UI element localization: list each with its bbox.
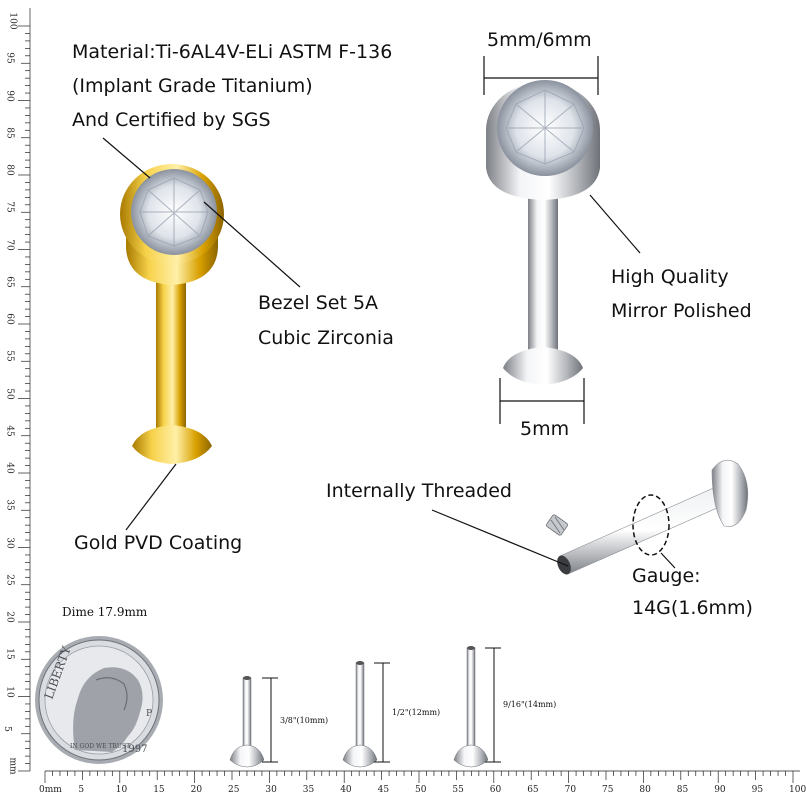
silver-labret — [486, 80, 600, 385]
ruler-bottom-label: 25 — [228, 785, 240, 795]
ruler-left-label: 55 — [4, 350, 15, 362]
ruler-left-label: 40 — [4, 462, 15, 474]
ruler-bottom-label: 75 — [602, 785, 614, 795]
ruler-left-label: 35 — [4, 499, 15, 511]
threaded-labret — [545, 459, 749, 575]
ruler-bottom-label: 65 — [527, 785, 539, 795]
ruler-bottom-label: 60 — [489, 785, 502, 795]
ruler-left-label: 70 — [4, 238, 15, 251]
labret-12mm — [342, 661, 390, 768]
gold-coating-label: Gold PVD Coating — [74, 532, 243, 554]
ruler-left-label: mm — [7, 757, 18, 775]
ruler-bottom-label: 40 — [340, 785, 352, 795]
ruler-left-label: 30 — [4, 536, 15, 549]
ruler-left-label: 65 — [4, 276, 15, 288]
labret-10mm — [229, 676, 278, 768]
quality-label-1: High Quality — [611, 266, 729, 288]
ruler-left-label: 85 — [4, 127, 15, 139]
ruler-left-label: 95 — [4, 52, 15, 64]
dime-label: Dime 17.9mm — [62, 605, 148, 619]
ruler-left-label: 25 — [4, 574, 15, 586]
threaded-label: Internally Threaded — [326, 480, 512, 502]
ruler-bottom-label: 15 — [153, 785, 165, 795]
ruler-bottom-label: 20 — [190, 785, 203, 795]
ruler-bottom-label: 30 — [265, 785, 277, 795]
dime-coin: LIBERTY IN GOD WE TRUST 1997 P — [35, 636, 163, 764]
length-10mm-label: 3/8"(10mm) — [280, 716, 329, 725]
coin-mint: P — [146, 709, 152, 719]
ruler-bottom-label: 80 — [639, 785, 651, 795]
ruler-bottom-label: 100 — [789, 785, 806, 795]
bezel-label-2: Cubic Zirconia — [258, 327, 394, 349]
coin-year: 1997 — [122, 744, 147, 755]
ruler-bottom-label: 70 — [564, 785, 577, 795]
ruler-left-label: 60 — [4, 313, 15, 325]
ruler-bottom-label: 5 — [78, 785, 85, 795]
ruler-bottom-label: 35 — [302, 785, 315, 795]
ruler-left-label: 10 — [4, 685, 15, 698]
ruler-bottom-label: 90 — [714, 785, 726, 795]
gauge-label-2: 14G(1.6mm) — [632, 597, 753, 619]
ruler-left-label: 100 — [7, 12, 18, 30]
ruler-bottom-label: 95 — [751, 785, 764, 795]
labret-14mm — [453, 646, 501, 768]
ruler-left-label: 45 — [4, 425, 15, 437]
ruler-left-label: 75 — [4, 201, 15, 213]
ruler-bottom-label: 45 — [377, 785, 390, 795]
ruler-left-label: 80 — [4, 164, 15, 176]
top-size-label: 5mm/6mm — [487, 29, 592, 51]
gauge-label-1: Gauge: — [632, 565, 701, 587]
length-12mm-label: 1/2"(12mm) — [392, 708, 441, 717]
ruler-left-label: 15 — [4, 648, 15, 660]
screw-insert — [545, 514, 569, 536]
material-label-3: And Certified by SGS — [72, 109, 271, 131]
ruler-bottom-label: 50 — [415, 785, 427, 795]
length-14mm-label: 9/16"(14mm) — [503, 700, 557, 709]
ruler-left-label: 50 — [4, 387, 15, 400]
bezel-label-1: Bezel Set 5A — [258, 292, 379, 314]
gold-labret — [120, 164, 224, 464]
leader-lines — [102, 56, 676, 569]
ruler — [18, 8, 800, 783]
quality-label-2: Mirror Polished — [611, 300, 752, 322]
ruler-left-label: 90 — [4, 89, 15, 102]
disc-size-label: 5mm — [520, 418, 570, 440]
material-label-1: Material:Ti-6AL4V-ELi ASTM F-136 — [72, 41, 393, 63]
ruler-left-label: 5 — [1, 725, 12, 732]
ruler-bottom-label: 10 — [115, 785, 128, 795]
ruler-bottom-label: 85 — [676, 785, 689, 795]
ruler-left-label: 20 — [4, 611, 15, 623]
coin-motto: IN GOD WE TRUST — [70, 743, 130, 750]
ruler-bottom-label: 0mm — [39, 785, 62, 795]
ruler-bottom-label: 55 — [452, 785, 464, 795]
material-label-2: (Implant Grade Titanium) — [72, 75, 313, 97]
